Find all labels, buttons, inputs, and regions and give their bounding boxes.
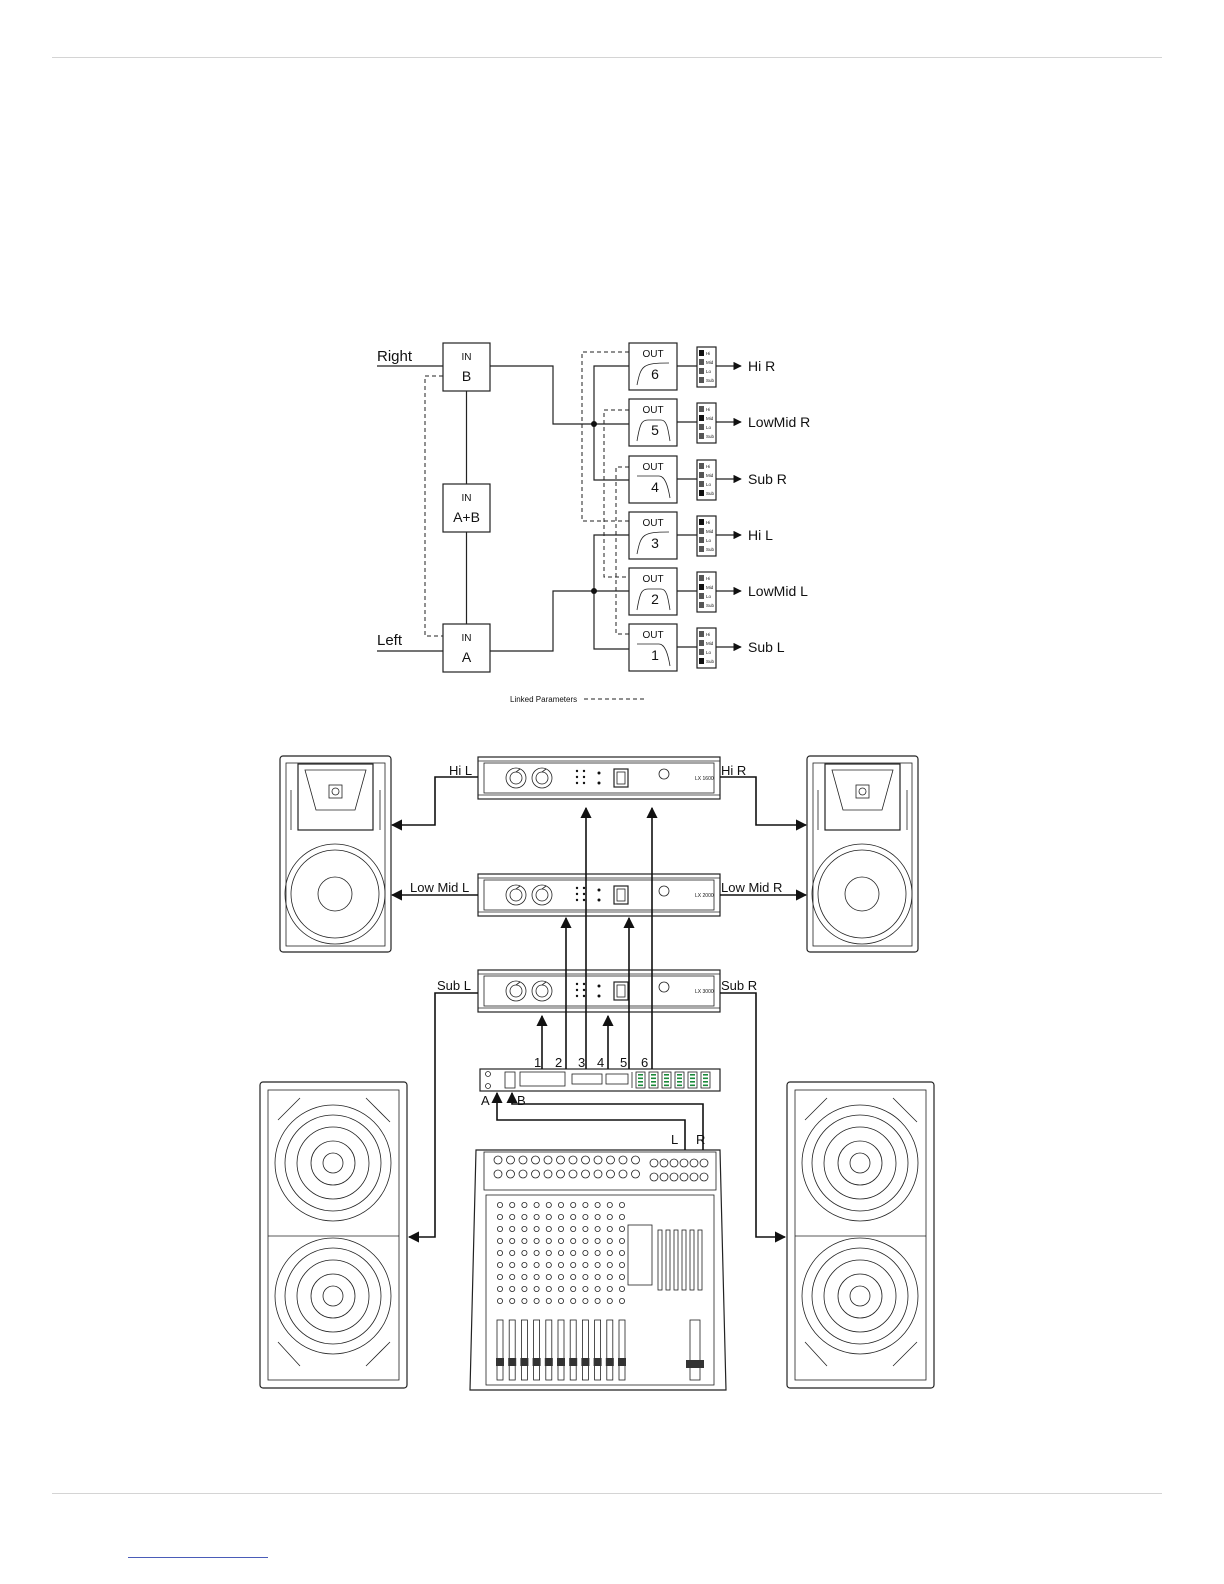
select-option-label: Hi bbox=[706, 520, 710, 525]
select-option-label: Lo bbox=[706, 425, 712, 430]
output-destination: LowMid R bbox=[748, 414, 810, 430]
select-option-label: Sub bbox=[706, 547, 715, 552]
power-amplifier-1: LX 1600 bbox=[478, 757, 720, 799]
amp-model: LX 1600 bbox=[695, 776, 714, 782]
speaker-top-left bbox=[280, 756, 391, 952]
label-sub-r: Sub R bbox=[721, 978, 757, 993]
select-option-label: Hi bbox=[706, 407, 710, 412]
subwoofer-right bbox=[787, 1082, 934, 1388]
input-block-a: IN A bbox=[443, 624, 490, 672]
processor-output-label: 5 bbox=[620, 1055, 627, 1070]
output-title: OUT bbox=[642, 349, 663, 360]
label-input-a: A bbox=[481, 1093, 490, 1108]
select-option-label: Mid bbox=[706, 585, 714, 590]
select-option-label: Lo bbox=[706, 650, 712, 655]
system-wiring-diagram: LX 1600 LX 2000 LX 3000 bbox=[260, 756, 934, 1390]
processor-output-label: 2 bbox=[555, 1055, 562, 1070]
output-number: 1 bbox=[651, 647, 659, 663]
input-ab-name: A+B bbox=[453, 509, 480, 525]
select-option-label: Lo bbox=[706, 482, 712, 487]
select-option-label: Sub bbox=[706, 659, 715, 664]
input-block-a-plus-b: IN A+B bbox=[443, 484, 490, 532]
output-title: OUT bbox=[642, 630, 663, 641]
legend-linked-parameters: Linked Parameters bbox=[510, 695, 577, 704]
input-ab-title: IN bbox=[462, 493, 472, 504]
crossover-processor bbox=[480, 1069, 720, 1091]
label-low-mid-r: Low Mid R bbox=[721, 880, 782, 895]
output-title: OUT bbox=[642, 574, 663, 585]
select-option-label: Hi bbox=[706, 576, 710, 581]
processor-output-label: 3 bbox=[578, 1055, 585, 1070]
mixing-console bbox=[470, 1150, 726, 1390]
select-option-label: Mid bbox=[706, 360, 714, 365]
select-option-label: Mid bbox=[706, 416, 714, 421]
input-a-name: A bbox=[462, 649, 472, 665]
input-right-label: Right bbox=[377, 348, 413, 365]
select-option-label: Sub bbox=[706, 378, 715, 383]
output-title: OUT bbox=[642, 405, 663, 416]
output-number: 5 bbox=[651, 422, 659, 438]
select-option-label: Hi bbox=[706, 464, 710, 469]
routing-block-diagram: Right Left IN B IN A+B IN A bbox=[377, 343, 810, 704]
input-b-name: B bbox=[462, 368, 471, 384]
select-option-label: Sub bbox=[706, 603, 715, 608]
select-option-label: Lo bbox=[706, 538, 712, 543]
input-a-title: IN bbox=[462, 633, 472, 644]
amp-model: LX 2000 bbox=[695, 893, 714, 899]
amp-model: LX 3000 bbox=[695, 989, 714, 995]
subwoofer-left bbox=[260, 1082, 407, 1388]
select-option-label: Sub bbox=[706, 491, 715, 496]
output-number: 3 bbox=[651, 535, 659, 551]
output-title: OUT bbox=[642, 462, 663, 473]
output-destination: Hi R bbox=[748, 358, 775, 374]
output-destination: Hi L bbox=[748, 527, 773, 543]
select-option-label: Lo bbox=[706, 594, 712, 599]
select-option-label: Lo bbox=[706, 369, 712, 374]
select-option-label: Sub bbox=[706, 434, 715, 439]
output-title: OUT bbox=[642, 518, 663, 529]
select-option-label: Mid bbox=[706, 473, 714, 478]
processor-output-label: 1 bbox=[534, 1055, 541, 1070]
label-mixer-l: L bbox=[671, 1132, 678, 1147]
input-block-b: IN B bbox=[443, 343, 490, 391]
output-destination: Sub R bbox=[748, 471, 787, 487]
processor-output-label: 6 bbox=[641, 1055, 648, 1070]
power-amplifier-2: LX 2000 bbox=[478, 874, 720, 916]
output-number: 6 bbox=[651, 366, 659, 382]
select-option-label: Mid bbox=[706, 641, 714, 646]
label-sub-l: Sub L bbox=[437, 978, 471, 993]
label-hi-r: Hi R bbox=[721, 763, 746, 778]
output-number: 4 bbox=[651, 479, 659, 495]
output-number: 2 bbox=[651, 591, 659, 607]
select-option-label: Hi bbox=[706, 351, 710, 356]
label-input-b: B bbox=[517, 1093, 526, 1108]
label-low-mid-l: Low Mid L bbox=[410, 880, 469, 895]
label-mixer-r: R bbox=[696, 1132, 705, 1147]
select-option-label: Hi bbox=[706, 632, 710, 637]
processor-output-label: 4 bbox=[597, 1055, 604, 1070]
output-destination: LowMid L bbox=[748, 583, 808, 599]
power-amplifier-3: LX 3000 bbox=[478, 970, 720, 1012]
output-destination: Sub L bbox=[748, 639, 785, 655]
input-b-title: IN bbox=[462, 352, 472, 363]
select-option-label: Mid bbox=[706, 529, 714, 534]
label-hi-l: Hi L bbox=[449, 763, 472, 778]
input-left-label: Left bbox=[377, 632, 403, 649]
speaker-top-right bbox=[807, 756, 918, 952]
